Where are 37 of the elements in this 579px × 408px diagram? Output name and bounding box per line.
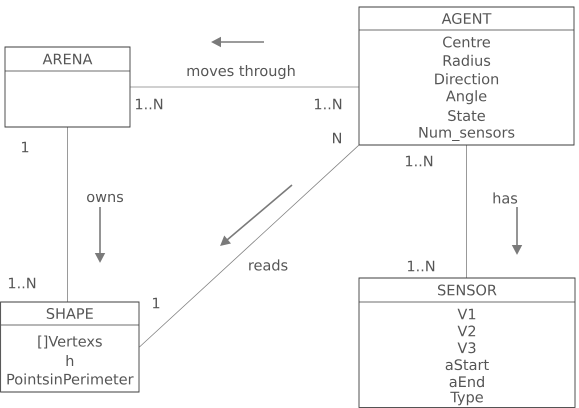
attribute-text: Type bbox=[450, 392, 483, 406]
multiplicity-label: 1..N bbox=[314, 98, 342, 110]
class-box bbox=[358, 278, 576, 408]
attribute-text: V1 bbox=[458, 308, 476, 320]
class-name: SENSOR bbox=[438, 284, 497, 296]
class-box bbox=[4, 46, 130, 128]
attribute-text: Centre bbox=[443, 36, 490, 48]
class-name: AGENT bbox=[442, 13, 492, 24]
class-name: ARENA bbox=[42, 54, 92, 64]
association-line bbox=[139, 145, 359, 348]
attribute-text: []Vertexs bbox=[38, 336, 102, 348]
association-line bbox=[466, 145, 467, 278]
attribute-text: aStart bbox=[446, 359, 489, 370]
attribute-text: aEnd bbox=[450, 376, 484, 388]
multiplicity-label: 1 bbox=[153, 298, 160, 308]
attribute-text: Direction bbox=[435, 73, 498, 84]
attribute-text: State bbox=[448, 110, 485, 122]
class-box bbox=[0, 302, 140, 392]
attribute-text: V3 bbox=[458, 342, 476, 354]
multiplicity-label: 1..N bbox=[136, 98, 162, 110]
attribute-text: h bbox=[66, 354, 74, 366]
attribute-text: Num_sensors bbox=[419, 127, 514, 141]
edge-label: has bbox=[494, 192, 518, 204]
association-line bbox=[67, 127, 68, 302]
multiplicity-label: 1..N bbox=[8, 278, 36, 288]
attribute-text: Radius bbox=[444, 54, 490, 66]
attribute-text: PointsinPerimeter bbox=[7, 373, 134, 385]
edge-label: reads bbox=[249, 259, 288, 271]
edge-label: moves through bbox=[188, 64, 295, 79]
attribute-text: Angle bbox=[446, 90, 486, 104]
class-box bbox=[358, 6, 574, 146]
attribute-text: V2 bbox=[458, 326, 476, 336]
edge-label: owns bbox=[87, 194, 124, 202]
multiplicity-label: N bbox=[333, 132, 341, 144]
multiplicity-label: 1 bbox=[22, 142, 28, 152]
class-name: SHAPE bbox=[46, 308, 93, 319]
association-line bbox=[130, 86, 359, 88]
